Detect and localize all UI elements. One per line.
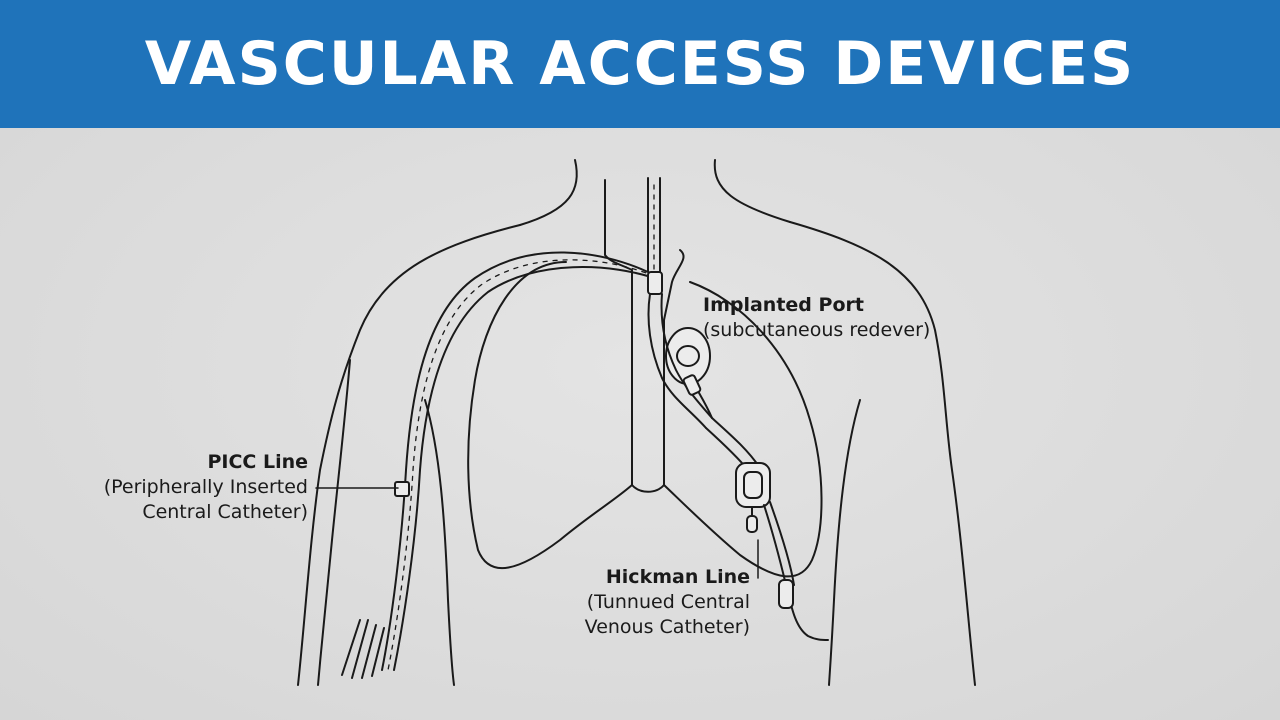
port-tube-2	[660, 293, 713, 419]
trachea-left-wall	[604, 179, 633, 486]
picc-line-desc-1: (Peripherally Inserted	[103, 476, 308, 498]
picc-line-label: PICC Line (Peripherally Inserted Central…	[40, 450, 308, 525]
port-septum	[676, 345, 700, 367]
picc-clamp	[394, 481, 410, 497]
port-connector	[682, 374, 702, 396]
implanted-port-label: Implanted Port (subcutaneous redever)	[703, 293, 1003, 343]
lung-right	[663, 281, 823, 578]
trachea-right-wall	[663, 249, 685, 486]
lungs	[467, 261, 823, 578]
page-title: VASCULAR ACCESS DEVICES	[144, 29, 1136, 99]
right-flank	[828, 399, 861, 686]
picc-catheter-outer	[381, 177, 649, 671]
hickman-clamp	[778, 579, 794, 609]
hickman-line-desc-2: Venous Catheter)	[584, 616, 750, 638]
implanted-port-device	[647, 271, 713, 429]
diagram-background	[0, 128, 1280, 720]
hickman-lead-tip	[746, 515, 758, 533]
shoulder-right	[789, 221, 976, 686]
implanted-port-desc: (subcutaneous redever)	[703, 319, 931, 341]
picc-catheter-inner	[393, 177, 661, 671]
diaphragm-center	[631, 484, 665, 493]
port-tube	[647, 293, 707, 429]
hickman-line-desc-1: (Tunnued Central	[586, 591, 750, 613]
hickman-cuff	[735, 462, 771, 508]
picc-line-title: PICC Line	[207, 451, 308, 473]
hickman-line	[705, 417, 829, 641]
left-arm-inner	[317, 359, 351, 686]
left-flank	[424, 399, 455, 686]
hickman-tube-b	[711, 417, 761, 469]
hickman-tunnel-2	[769, 501, 795, 586]
hickman-line-title: Hickman Line	[605, 566, 750, 588]
port-hub-connector	[647, 271, 663, 295]
picc-line	[341, 177, 661, 679]
lung-left	[467, 261, 633, 569]
hickman-tunnel	[763, 504, 829, 641]
picc-line-desc-2: Central Catheter)	[142, 501, 308, 523]
neck-left	[519, 159, 578, 226]
implanted-port-title: Implanted Port	[703, 294, 864, 316]
title-banner: VASCULAR ACCESS DEVICES	[0, 0, 1280, 128]
shoulder-left	[297, 224, 521, 686]
neck-right	[713, 159, 791, 223]
hickman-cuff-inner	[743, 471, 763, 499]
hickman-line-label: Hickman Line (Tunnued Central Venous Cat…	[520, 565, 750, 640]
torso-outline	[297, 159, 976, 686]
picc-catheter-dashes	[387, 184, 655, 671]
trachea	[604, 179, 685, 493]
picc-tail-strands	[341, 619, 385, 679]
